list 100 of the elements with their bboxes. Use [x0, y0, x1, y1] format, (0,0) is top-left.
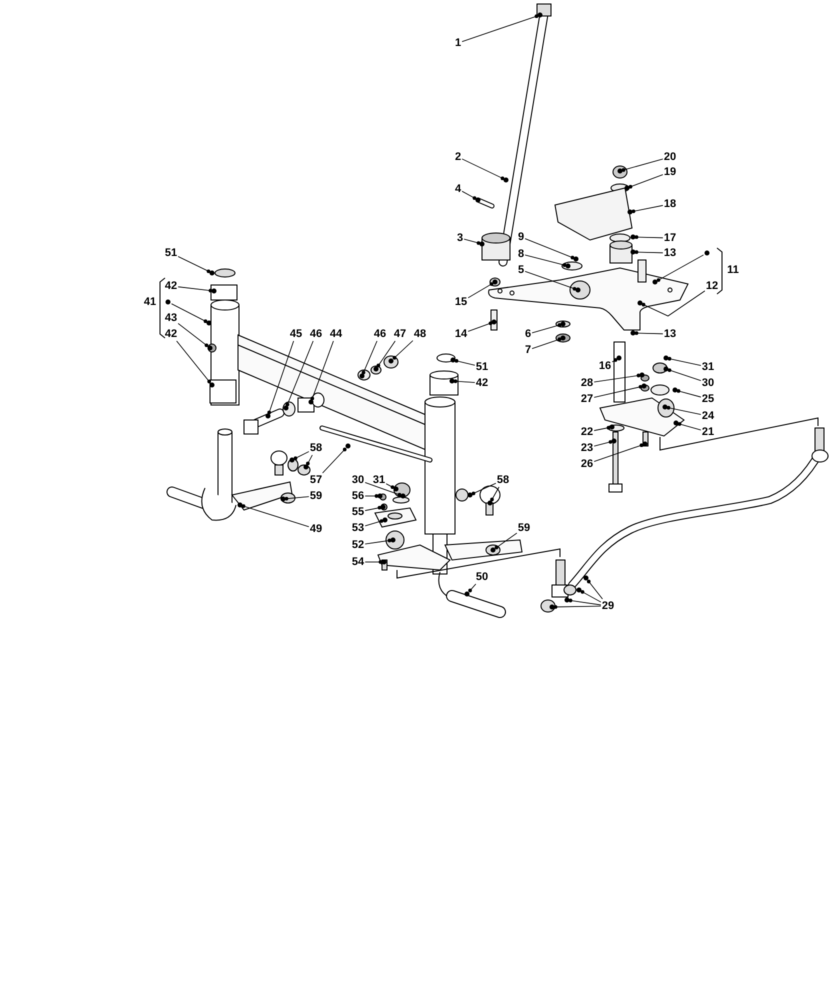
leader-line [392, 340, 414, 360]
leader-dot [290, 458, 294, 462]
leader-line [632, 205, 664, 214]
callout-number: 28 [580, 377, 594, 389]
leader-line [668, 356, 702, 366]
leader-dot [642, 442, 648, 446]
callout-number: 42 [164, 328, 178, 340]
leader-dot [574, 256, 578, 262]
leader-dot [630, 250, 636, 254]
callout-number: 54 [352, 556, 364, 568]
leader-line [594, 374, 640, 382]
leader-dot [538, 12, 542, 18]
callout-number: 47 [394, 328, 406, 340]
callout-number: 51 [476, 361, 488, 373]
leader-line [642, 290, 706, 316]
leader-dot [576, 588, 582, 592]
leader-line [364, 538, 392, 544]
leader-dot [504, 178, 508, 182]
callout-number: 7 [524, 344, 532, 356]
leader-line [594, 426, 610, 431]
leader-line [622, 158, 664, 172]
callout-number: 9 [518, 231, 524, 243]
leader-dot [704, 250, 710, 256]
leader-line [666, 406, 702, 415]
leader-dot [480, 242, 484, 246]
callout-number: 50 [476, 571, 488, 583]
leader-dot [672, 388, 678, 392]
callout-number: 3 [456, 232, 464, 244]
leader-dot [400, 494, 406, 498]
callout-number: 30 [352, 474, 364, 486]
leader-dot [450, 378, 454, 384]
leader-line [628, 174, 664, 189]
leader-dot [266, 414, 270, 418]
leader-dot [346, 444, 350, 448]
leader-line [634, 331, 664, 335]
leader-dot [308, 400, 314, 404]
leader-line [594, 384, 642, 398]
callout-number: 41 [144, 296, 156, 308]
leader-line [612, 358, 618, 362]
callout-number: 58 [310, 442, 322, 454]
leader-dot [450, 358, 456, 362]
leader-line [242, 504, 310, 528]
leader-dot [468, 492, 472, 498]
callout-number: 11 [727, 264, 739, 276]
callout-number: 13 [664, 328, 676, 340]
leader-line [468, 584, 476, 592]
leader-dot [304, 464, 308, 470]
callout-number: 48 [414, 328, 426, 340]
leader-line [554, 605, 602, 609]
leader-dot [210, 382, 214, 388]
leader-dot [566, 264, 570, 268]
callout-number: 14 [454, 328, 468, 340]
leader-dot [464, 592, 470, 596]
callout-number: 5 [518, 264, 524, 276]
leader-dot [674, 420, 678, 426]
leader-dot [492, 320, 496, 324]
leader-line [284, 496, 310, 501]
callout-number: 13 [664, 247, 676, 259]
leader-line [294, 451, 310, 460]
leader-line [524, 254, 566, 267]
callout-number: 17 [664, 232, 676, 244]
leader-dot [640, 372, 644, 378]
callout-number: 12 [706, 280, 718, 292]
leader-dot [560, 322, 566, 326]
leader-dot [382, 560, 386, 564]
callout-number: 42 [164, 280, 178, 292]
leader-dot [476, 198, 480, 202]
callout-number: 30 [702, 377, 714, 389]
callout-number: 52 [352, 539, 364, 551]
callout-number: 18 [664, 198, 676, 210]
leader-dot [624, 186, 630, 190]
leader-line [490, 486, 500, 502]
leader-line [462, 190, 476, 200]
leader-dot [610, 424, 614, 430]
leader-line [322, 448, 347, 474]
callout-number: 55 [352, 506, 364, 518]
leader-line [286, 340, 314, 406]
leader-dot [630, 330, 636, 336]
leader-dot [490, 548, 496, 552]
leader-dot [380, 504, 386, 510]
leader-line [376, 340, 396, 368]
leader-line [176, 340, 212, 384]
leader-dot [394, 486, 398, 492]
leader-dot [488, 500, 492, 506]
callout-number: 29 [602, 600, 614, 612]
callout-number: 56 [352, 490, 364, 502]
callout-number: 8 [518, 248, 524, 260]
callout-number: 42 [476, 377, 488, 389]
leader-line [178, 323, 208, 348]
leader-line [568, 598, 602, 606]
callout-number: 31 [372, 474, 386, 486]
leader-line [178, 256, 210, 274]
leader-line [676, 389, 702, 398]
leader-line [462, 158, 504, 180]
leader-line [306, 454, 313, 466]
leader-dot [584, 576, 588, 580]
leader-dot [166, 300, 170, 304]
callout-number: 15 [454, 296, 468, 308]
callout-number: 58 [496, 474, 510, 486]
leader-line [364, 482, 402, 497]
